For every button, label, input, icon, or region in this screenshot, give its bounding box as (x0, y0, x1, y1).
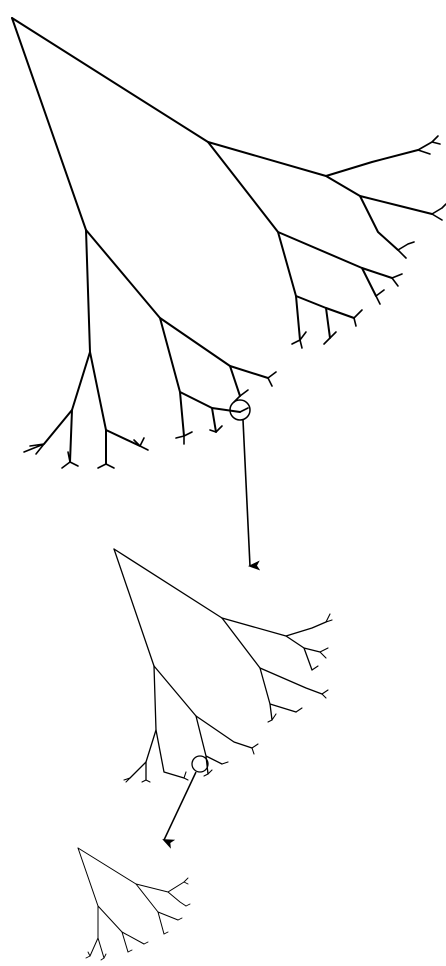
tree-medium-edge-top (114, 549, 222, 618)
tree-small-branch-middle (98, 906, 144, 944)
tree-medium-branch-left (154, 666, 184, 778)
tree-small-branch-right (136, 882, 184, 892)
arrow-down-left-icon (164, 772, 196, 840)
tree-large-branch-middle (86, 230, 268, 378)
arrow-down-icon (243, 420, 250, 566)
tree-small-branch-left (98, 906, 104, 958)
tree-small-edge-left (78, 848, 98, 906)
zoom-marker-circle-medium (192, 756, 208, 772)
tree-medium (114, 549, 332, 782)
tree-small (78, 848, 190, 960)
tree-medium-branch-right (222, 618, 326, 636)
tree-small-edge-top (78, 848, 136, 884)
tree-large (12, 18, 446, 468)
tree-medium-branch-middle (154, 666, 252, 748)
tree-large-branch-right (208, 142, 418, 176)
tree-large-edge-left (12, 18, 86, 230)
tree-large-edge-top (12, 18, 208, 142)
tree-medium-edge-left (114, 549, 154, 666)
